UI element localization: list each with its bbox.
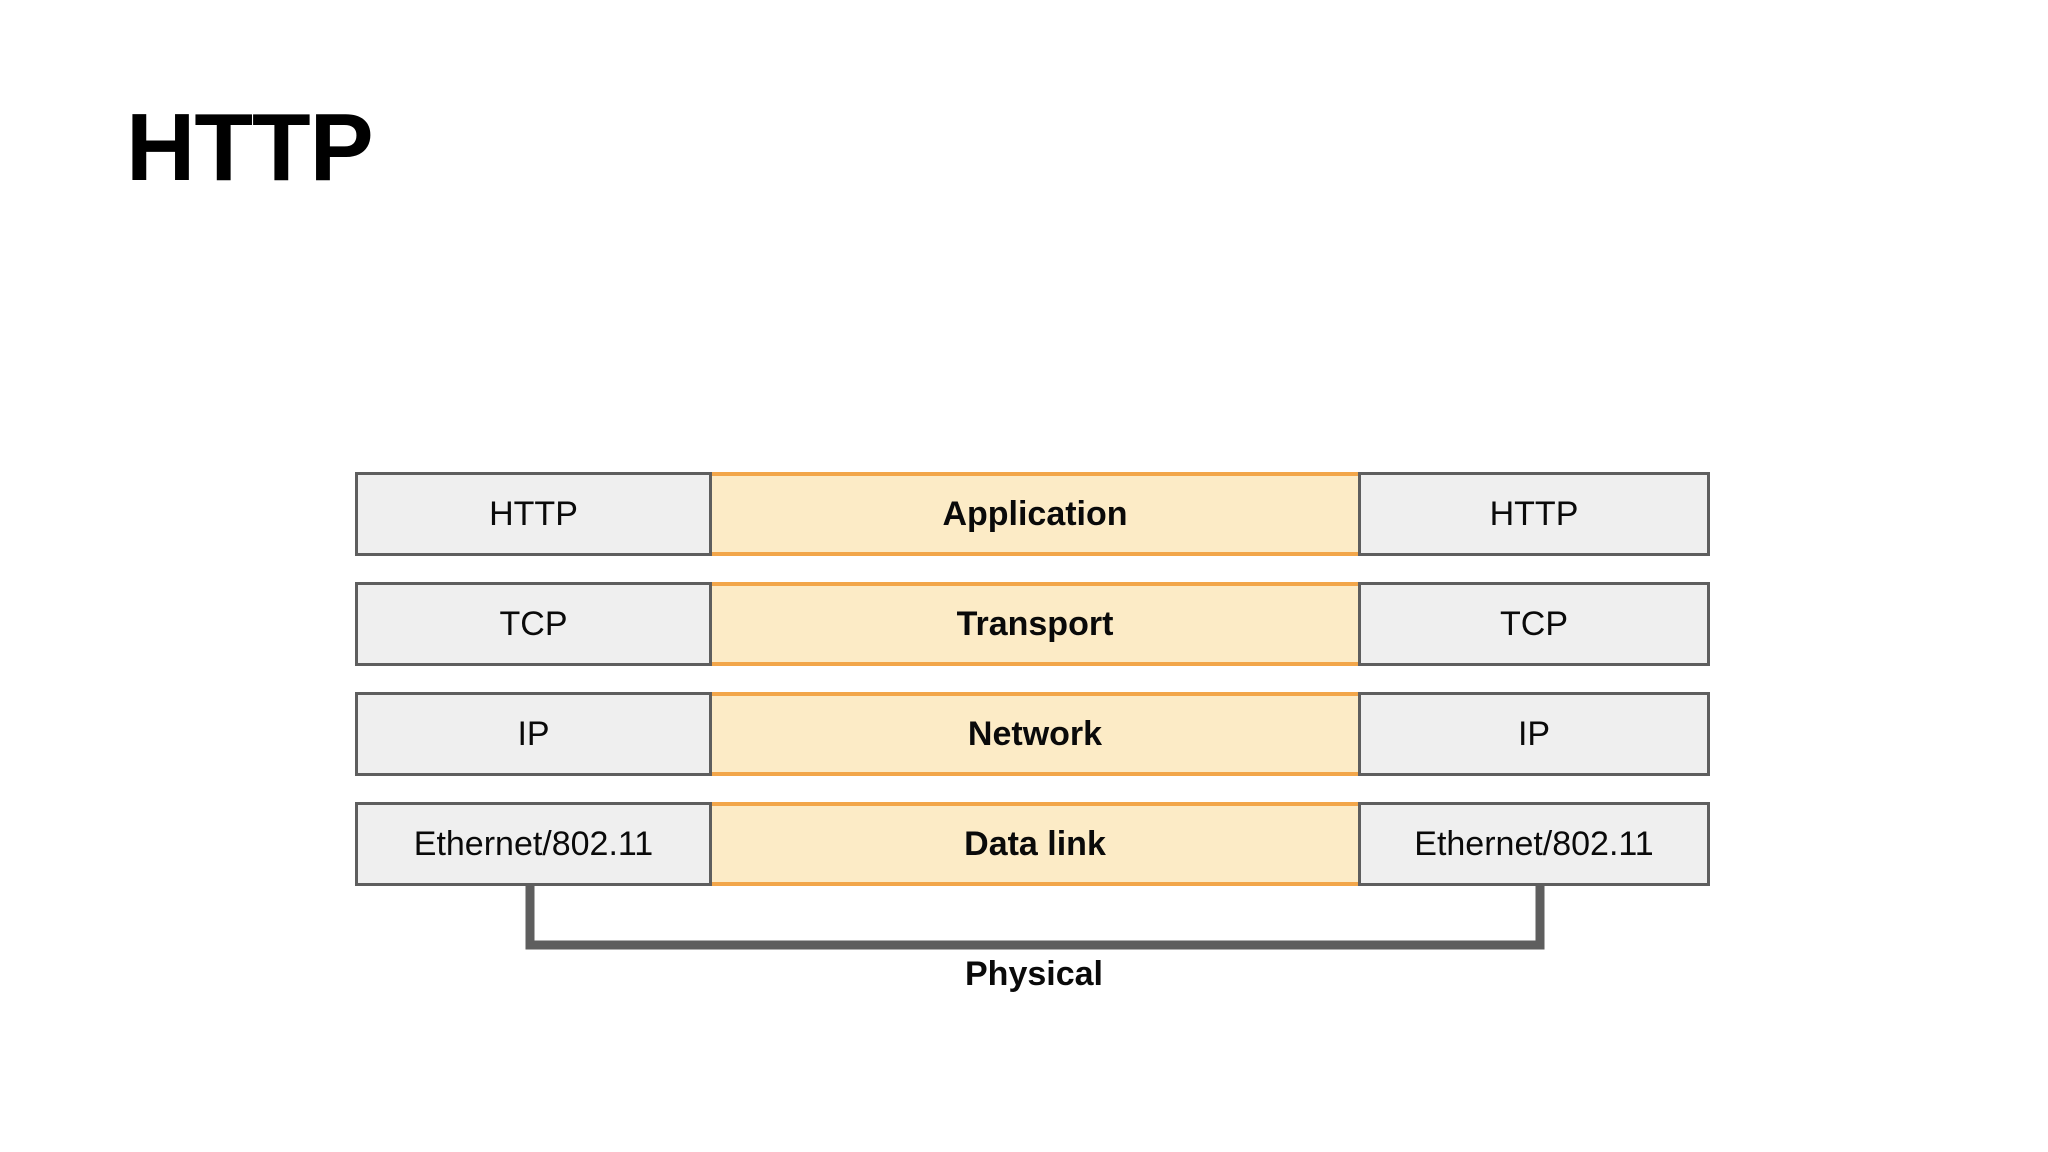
right-endpoint-box-network: IP [1358, 692, 1710, 776]
physical-layer-bracket [525, 886, 1545, 950]
layer-name-box-transport: Transport [712, 582, 1358, 666]
layer-row-application: HTTP Application HTTP [355, 472, 1710, 556]
right-endpoint-box-data-link: Ethernet/802.11 [1358, 802, 1710, 886]
layer-row-data-link: Ethernet/802.11 Data link Ethernet/802.1… [355, 802, 1710, 886]
right-endpoint-box-application: HTTP [1358, 472, 1710, 556]
page-title: HTTP [126, 94, 374, 201]
left-endpoint-box-network: IP [355, 692, 712, 776]
layer-row-network: IP Network IP [355, 692, 1710, 776]
physical-layer-label: Physical [965, 955, 1103, 993]
physical-layer-label-wrap: Physical [0, 955, 2048, 994]
right-endpoint-box-transport: TCP [1358, 582, 1710, 666]
protocol-stack-diagram: HTTP Application HTTP TCP Transport TCP … [355, 472, 1715, 892]
left-endpoint-box-application: HTTP [355, 472, 712, 556]
layer-name-box-data-link: Data link [712, 802, 1358, 886]
layer-row-transport: TCP Transport TCP [355, 582, 1710, 666]
left-endpoint-box-data-link: Ethernet/802.11 [355, 802, 712, 886]
left-endpoint-box-transport: TCP [355, 582, 712, 666]
layer-name-box-network: Network [712, 692, 1358, 776]
bracket-icon [525, 886, 1545, 950]
layer-name-box-application: Application [712, 472, 1358, 556]
